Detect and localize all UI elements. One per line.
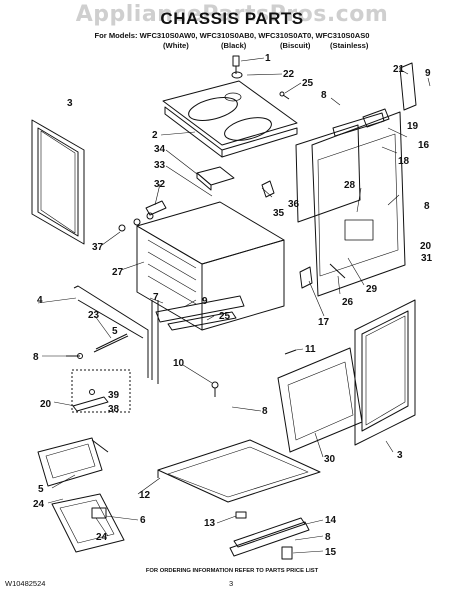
element-block — [196, 166, 235, 191]
callout-7: 7 — [153, 292, 159, 303]
rear-lower-panel — [277, 347, 363, 453]
callout-3: 3 — [67, 98, 73, 109]
callout-4: 4 — [37, 295, 43, 306]
rear-chassis — [295, 111, 406, 297]
screw-10 — [211, 381, 219, 397]
part-26 — [329, 263, 346, 279]
bracket-21 — [399, 62, 417, 111]
callout-36: 36 — [288, 199, 300, 210]
callout-18: 18 — [398, 156, 410, 167]
callout-38: 38 — [108, 404, 120, 415]
variant-white: (White) — [163, 41, 189, 50]
callout-22: 22 — [283, 69, 295, 80]
screw-11 — [284, 349, 297, 355]
callout-12: 12 — [139, 490, 151, 501]
callout-20b: 20 — [40, 399, 52, 410]
screw-25 — [279, 91, 290, 100]
page-number: 3 — [229, 579, 234, 588]
callout-15: 15 — [325, 547, 337, 558]
clip-35 — [261, 180, 275, 198]
callout-16: 16 — [418, 140, 430, 151]
callout-10: 10 — [173, 358, 185, 369]
sensor-box — [71, 369, 131, 413]
callout-25b: 25 — [219, 311, 231, 322]
callout-8: 8 — [321, 90, 327, 101]
callout-9: 9 — [425, 68, 431, 79]
oven-liner — [136, 201, 285, 331]
callout-5b: 5 — [38, 484, 44, 495]
part-17 — [299, 266, 313, 289]
variant-biscuit: (Biscuit) — [280, 41, 311, 50]
callout-14: 14 — [325, 515, 337, 526]
callout-5: 5 — [112, 326, 118, 337]
callout-29: 29 — [366, 284, 378, 295]
callout-19: 19 — [407, 121, 419, 132]
ordering-note: FOR ORDERING INFORMATION REFER TO PARTS … — [145, 568, 319, 574]
left-side-panel — [31, 119, 85, 245]
lower-brace — [229, 517, 310, 557]
callout-8d: 8 — [262, 406, 268, 417]
callout-24b: 24 — [96, 532, 108, 543]
bottom-pan — [157, 439, 321, 503]
callout-2: 2 — [152, 130, 158, 141]
callout-1: 1 — [265, 53, 271, 64]
callout-11: 11 — [305, 344, 316, 355]
right-side-panel — [354, 299, 416, 446]
callout-28: 28 — [344, 180, 356, 191]
callout-25: 25 — [302, 78, 314, 89]
bake-element — [37, 437, 109, 487]
callout-6: 6 — [140, 515, 146, 526]
callout-13: 13 — [204, 518, 216, 529]
callout-23: 23 — [88, 310, 100, 321]
callout-21: 21 — [393, 64, 405, 75]
broil-element — [51, 493, 125, 553]
callout-32: 32 — [154, 179, 166, 190]
callout-39: 39 — [108, 390, 120, 401]
cooktop — [162, 80, 298, 158]
callout-26: 26 — [342, 297, 354, 308]
clip-13 — [235, 511, 247, 519]
screws-37 — [118, 212, 154, 232]
callout-8e: 8 — [325, 532, 331, 543]
callout-3b: 3 — [397, 450, 403, 461]
callout-8c: 8 — [33, 352, 39, 363]
callout-27: 27 — [112, 267, 124, 278]
variant-stainless: (Stainless) — [330, 41, 369, 50]
callout-35: 35 — [273, 208, 285, 219]
callout-30: 30 — [324, 454, 336, 465]
bracket-32 — [145, 200, 167, 216]
callout-33: 33 — [154, 160, 166, 171]
callout-34: 34 — [154, 144, 166, 155]
callout-9b: 9 — [202, 296, 208, 307]
variant-black: (Black) — [221, 41, 247, 50]
front-frame-lower — [151, 300, 159, 384]
watermark: AppliancePartsPros.com — [75, 2, 389, 27]
page-title: CHASSIS PARTS — [160, 9, 304, 28]
callout-37: 37 — [92, 242, 104, 253]
callout-labels: 1 22 25 2 8 21 3 34 9 19 16 33 18 32 36 … — [33, 53, 433, 558]
terminal-block — [332, 108, 390, 137]
callout-17: 17 — [318, 317, 330, 328]
callout-8b: 8 — [424, 201, 430, 212]
cooktop-hardware — [231, 55, 243, 79]
foot-15 — [281, 546, 293, 560]
clip-bracket — [155, 295, 245, 331]
callout-31: 31 — [421, 253, 433, 264]
model-list: For Models: WFC310S0AW0, WFC310S0AB0, WF… — [94, 31, 370, 40]
callout-24: 24 — [33, 499, 45, 510]
callout-20: 20 — [420, 241, 432, 252]
document-id: W10482524 — [5, 579, 46, 588]
front-frame — [73, 285, 149, 378]
leader-lines — [37, 57, 431, 554]
screw-8 — [66, 353, 83, 359]
hinge-23 — [93, 333, 129, 353]
